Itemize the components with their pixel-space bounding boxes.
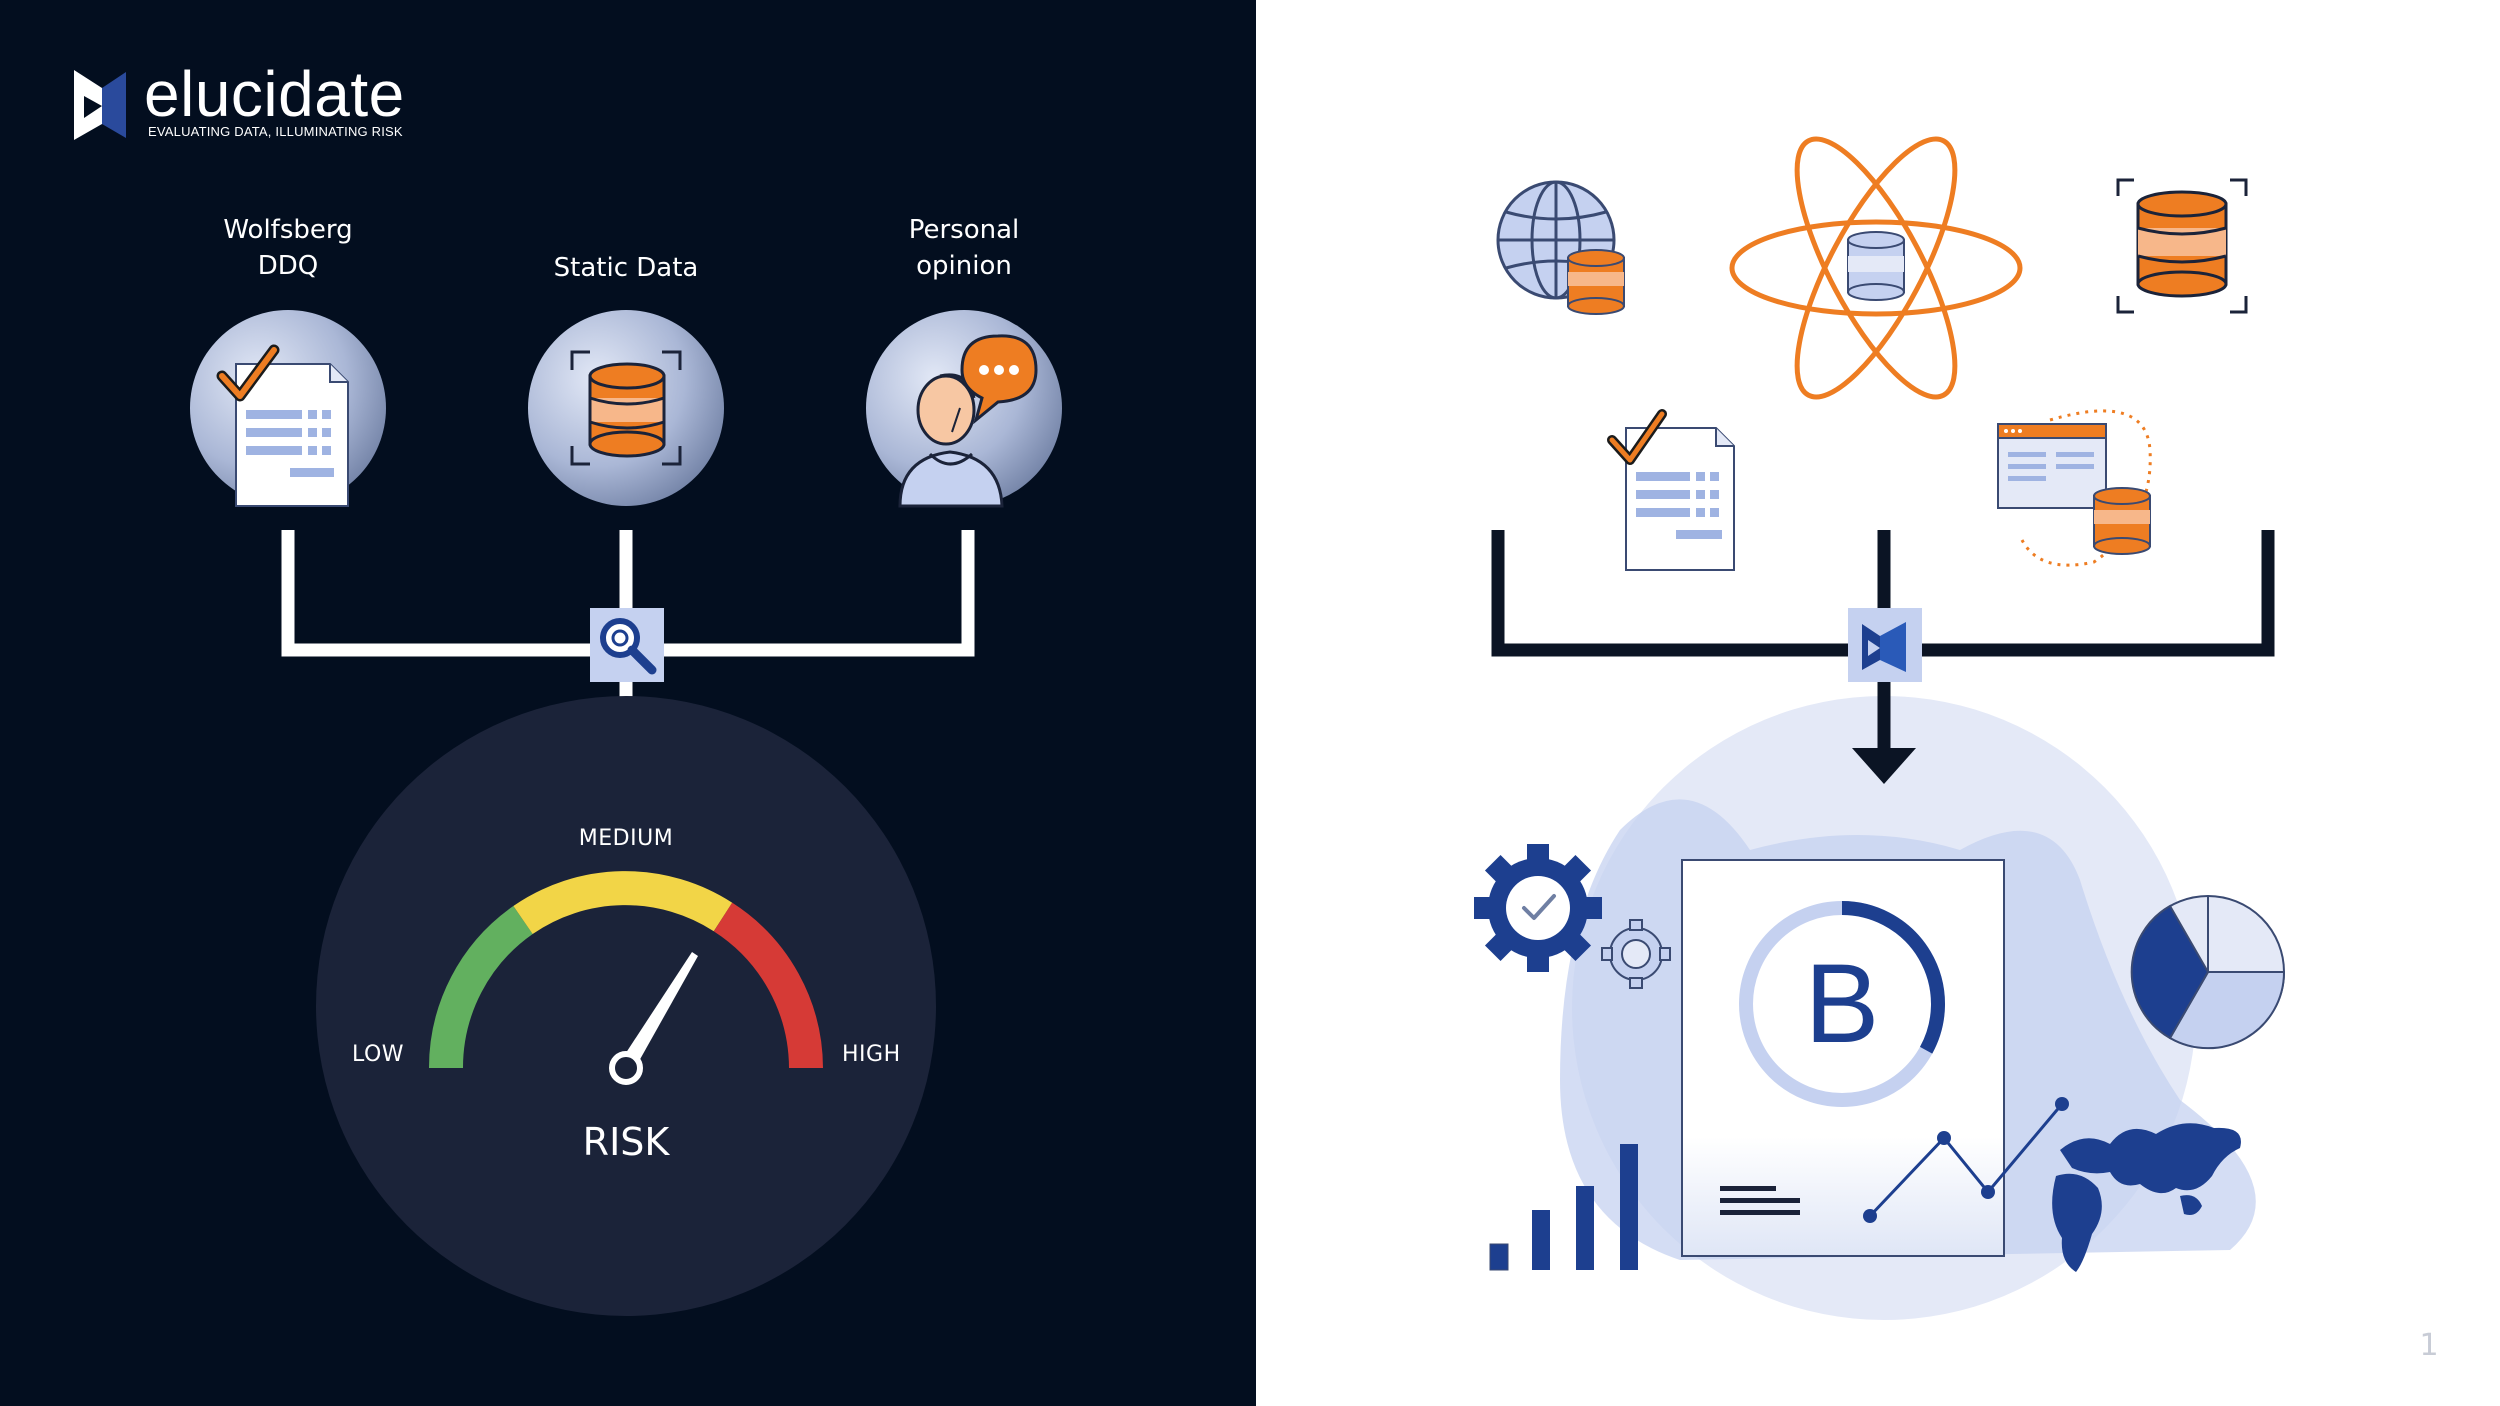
- elucidate-logo-mark: [74, 70, 126, 140]
- gauge-segment-medium: [513, 871, 733, 935]
- brand-name: elucidate: [144, 58, 405, 130]
- atom-database-icon: [1729, 136, 2023, 400]
- gauge-pivot: [609, 1051, 643, 1085]
- source-circle-personal-opinion: [866, 310, 1062, 508]
- grade-ring-progress: [1841, 901, 1945, 1054]
- questionnaire-checklist-icon: [216, 344, 349, 507]
- gauge-segment-low: [428, 906, 534, 1069]
- checklist-document-icon: [1607, 409, 1735, 571]
- source-label-personal-opinion-line2: opinion: [916, 251, 1012, 281]
- source-circle-static-data: [528, 310, 724, 506]
- source-label-static-data: Static Data: [506, 250, 746, 286]
- gauge-label-high: HIGH: [842, 1042, 901, 1067]
- world-map-icon: [2052, 1123, 2241, 1272]
- brand-tagline: EVALUATING DATA, ILLUMINATING RISK: [148, 124, 403, 139]
- gauge-needle: [620, 952, 698, 1070]
- elucidate-node: [1848, 608, 1922, 682]
- bar-chart-icon: [1489, 1144, 1638, 1271]
- source-label-personal-opinion-line1: Personal: [908, 215, 1020, 245]
- gear-check-icon: [1474, 844, 1602, 972]
- report-document: [1681, 859, 2005, 1257]
- report-grade: B: [1804, 941, 1880, 1066]
- source-label-static-data-line1: Static Data: [553, 253, 699, 283]
- source-label-wolfsberg-line2: DDQ: [257, 251, 319, 281]
- framed-database-icon: [2116, 178, 2248, 314]
- gauge-label-medium: MEDIUM: [578, 826, 674, 851]
- gauge-segment-high: [713, 902, 823, 1069]
- pie-chart-icon: [2130, 895, 2286, 1050]
- elucidate-mark-icon: [1862, 622, 1906, 672]
- trend-line-icon: [1863, 1097, 2069, 1223]
- page-number: 1: [2419, 1328, 2439, 1363]
- magnifier-node: [590, 608, 664, 682]
- person-speech-bubble-icon: [898, 334, 1038, 508]
- globe-database-icon: [1496, 180, 1625, 315]
- magnifier-icon: [600, 618, 657, 675]
- gauge-backdrop-circle: [316, 696, 936, 1316]
- browser-database-icon: [1997, 409, 2152, 567]
- source-label-wolfsberg: Wolfsberg DDQ: [188, 212, 388, 284]
- source-circle-wolfsberg: [190, 310, 386, 507]
- risk-gauge: [316, 696, 936, 1316]
- small-gear-icon: [1601, 919, 1671, 989]
- source-label-personal-opinion: Personal opinion: [864, 212, 1064, 284]
- gauge-label-low: LOW: [352, 1042, 405, 1067]
- gauge-title: RISK: [582, 1120, 670, 1164]
- source-label-wolfsberg-line1: Wolfsberg: [223, 215, 353, 245]
- database-icon: [570, 350, 682, 466]
